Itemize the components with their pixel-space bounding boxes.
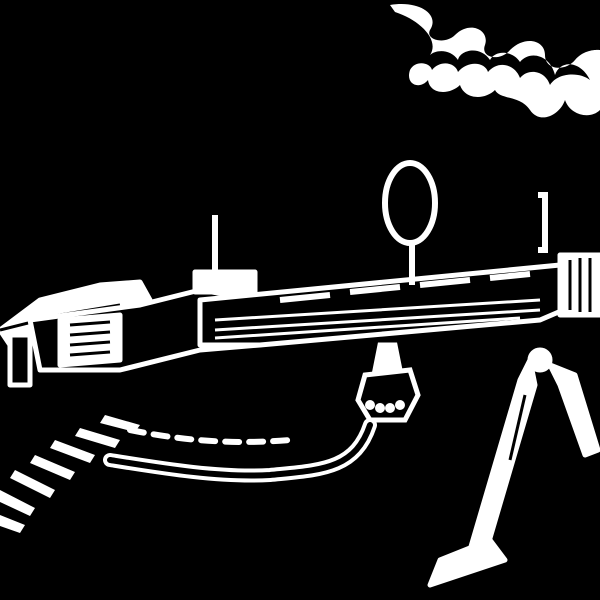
carry-handle — [355, 342, 421, 423]
bipod — [427, 347, 600, 588]
sights — [382, 160, 548, 285]
smoke — [390, 4, 600, 118]
receiver — [7, 215, 263, 388]
ammo-belt — [0, 415, 377, 533]
barrel-jacket — [197, 252, 600, 348]
